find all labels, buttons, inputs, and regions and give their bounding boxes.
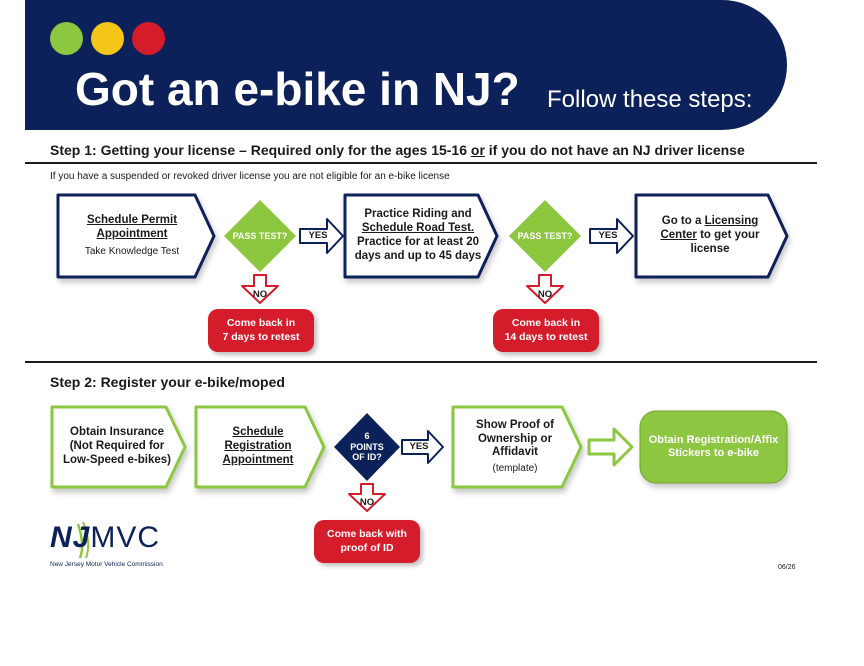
step2-no-arrow bbox=[348, 483, 386, 512]
logo-swoosh-icon bbox=[76, 523, 84, 559]
step1-box3-shape bbox=[634, 193, 789, 279]
licensing-center-link[interactable]: Licensing Center bbox=[660, 215, 759, 242]
page-title: Got an e-bike in NJ? bbox=[75, 63, 520, 115]
step1-decision2-diamond bbox=[509, 200, 581, 272]
step1-no1-label: NO bbox=[252, 289, 268, 300]
step1-no2-label: NO bbox=[537, 289, 553, 300]
go-to-text: Go to a bbox=[661, 215, 705, 228]
step1-licensing-center-box[interactable]: Go to a Licensing Center to get your lic… bbox=[645, 198, 775, 274]
step1-box1-shape bbox=[56, 193, 216, 279]
step1-yes2-arrow bbox=[589, 218, 634, 254]
points-word: POINTS bbox=[350, 441, 384, 452]
step2-box3-shape bbox=[451, 405, 583, 489]
retest1-line1: Come back in bbox=[226, 317, 296, 330]
step1-heading: Step 1: Getting your license – Required … bbox=[50, 142, 745, 158]
logo-nj-text: NJ bbox=[50, 521, 91, 554]
step1-no1-arrow bbox=[241, 274, 279, 304]
header-banner: Got an e-bike in NJ? Follow these steps: bbox=[25, 0, 787, 130]
schedule-road-test-link[interactable]: Schedule Road Test. bbox=[361, 222, 475, 235]
date-code: 06/26 bbox=[778, 564, 796, 571]
step1-yes1-label: YES bbox=[308, 230, 328, 241]
step1-yes1-arrow bbox=[299, 218, 344, 254]
step2-decision-diamond bbox=[334, 413, 400, 481]
step2-yes-label: YES bbox=[409, 441, 429, 452]
get-license-text: to get your license bbox=[690, 229, 760, 255]
template-link[interactable]: (template) bbox=[492, 463, 538, 475]
step2-box1-shape bbox=[50, 405, 187, 489]
step1-heading-part1: Step 1: Getting your license – Required … bbox=[50, 142, 471, 158]
step1-decision1-diamond bbox=[224, 200, 296, 272]
practice-riding-text: Practice Riding and bbox=[364, 208, 472, 221]
traffic-light-red-icon bbox=[132, 22, 165, 55]
step2-proof-ownership-box[interactable]: Show Proof of Ownership or Affidavit (te… bbox=[458, 410, 572, 484]
step2-insurance-box: Obtain Insurance (Not Required for Low-S… bbox=[58, 410, 176, 484]
of-id-word: OF ID? bbox=[352, 452, 382, 463]
retest2-line2: 14 days to retest bbox=[504, 330, 588, 343]
practice-duration-text: Practice for at least 20 days and up to … bbox=[354, 236, 482, 262]
step1-divider bbox=[25, 162, 817, 164]
step1-heading-or: or bbox=[470, 142, 485, 158]
retry-line1: Come back with bbox=[327, 528, 407, 541]
step2-divider bbox=[25, 361, 817, 363]
proof-ownership-text: Show Proof of Ownership or Affidavit bbox=[476, 418, 554, 459]
schedule-registration-link[interactable]: Schedule Registration Appointment bbox=[222, 426, 294, 466]
step2-final-registration-box: Obtain Registration/Affix Stickers to e-… bbox=[646, 414, 781, 480]
njmvc-logo: NJMVC bbox=[50, 521, 160, 555]
step1-schedule-permit-box[interactable]: Schedule Permit Appointment Take Knowled… bbox=[62, 198, 202, 274]
step1-heading-part2: if you do not have an NJ driver license bbox=[484, 142, 745, 158]
insurance-text: Obtain Insurance (Not Required for Low-S… bbox=[63, 426, 171, 466]
step1-practice-road-test-box[interactable]: Practice Riding and Schedule Road Test. … bbox=[352, 198, 484, 274]
traffic-light-yellow-icon bbox=[91, 22, 124, 55]
step2-final-shape bbox=[639, 410, 788, 484]
final-registration-text: Obtain Registration/Affix Stickers to e-… bbox=[648, 433, 779, 459]
points-number: 6 bbox=[364, 430, 370, 441]
step2-final-arrow bbox=[587, 427, 634, 467]
step2-heading: Step 2: Register your e-bike/moped bbox=[50, 374, 285, 390]
step2-registration-appointment-box[interactable]: Schedule Registration Appointment bbox=[202, 410, 314, 484]
page-subtitle: Follow these steps: bbox=[547, 86, 753, 113]
knowledge-test-text: Take Knowledge Test bbox=[84, 246, 180, 258]
retest1-line2: 7 days to retest bbox=[222, 330, 300, 343]
step1-no2-arrow bbox=[526, 274, 564, 304]
logo-mvc-text: MVC bbox=[90, 521, 161, 554]
traffic-light-green-icon bbox=[50, 22, 83, 55]
step2-yes-arrow bbox=[401, 430, 444, 464]
step2-no-label: NO bbox=[359, 497, 375, 508]
step1-yes2-label: YES bbox=[598, 230, 618, 241]
retest2-line1: Come back in bbox=[511, 317, 581, 330]
step2-box2-shape bbox=[194, 405, 326, 489]
schedule-permit-link[interactable]: Schedule Permit Appointment bbox=[86, 213, 178, 240]
step1-eligibility-note: If you have a suspended or revoked drive… bbox=[50, 171, 450, 182]
retry-line2: proof of ID bbox=[340, 541, 394, 554]
step1-box2-shape bbox=[343, 193, 499, 279]
logo-caption: New Jersey Motor Vehicle Commission bbox=[50, 561, 163, 568]
step1-decision2-label: PASS TEST? bbox=[517, 230, 573, 241]
step1-decision1-label: PASS TEST? bbox=[232, 230, 288, 241]
